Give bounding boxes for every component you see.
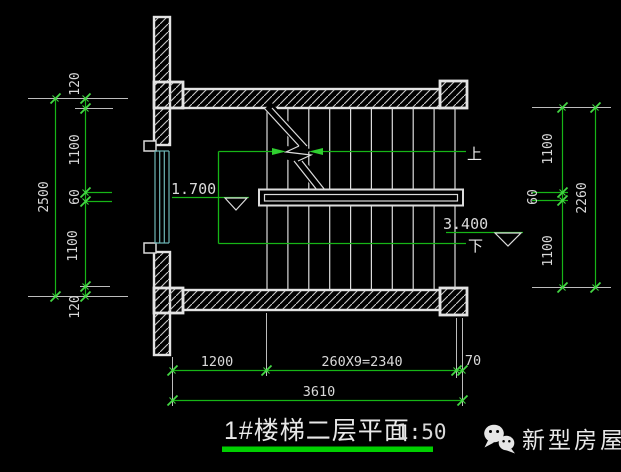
- column-top-right: [438, 79, 469, 110]
- dim-text: 1200: [201, 354, 234, 370]
- dim-text: 70: [465, 353, 481, 369]
- dim-text: 1100: [541, 235, 556, 266]
- window-jamb-top: [143, 140, 157, 152]
- level-value: 3.400: [443, 215, 488, 233]
- dim-text: 1100: [68, 134, 83, 165]
- dim-text-total: 2260: [575, 182, 590, 213]
- dim-text: 1100: [541, 133, 556, 164]
- arrowhead-left-icon: [309, 148, 323, 155]
- dimension-chain-bottom: 1200 260X9=2340 70 3610: [166, 313, 481, 407]
- wall-bottom: [181, 288, 442, 312]
- dimension-chain-left: 120 1100 60 1100 120 2500: [28, 72, 128, 319]
- window-symbol: [143, 140, 170, 254]
- level-marker-3400: 3.400: [443, 215, 523, 247]
- wall-top: [181, 87, 442, 110]
- title-scale: 1:50: [396, 420, 447, 444]
- handrail: [258, 188, 464, 207]
- level-marker-1700: 1.700: [171, 180, 249, 211]
- watermark-brand: 新型房屋: [522, 427, 621, 453]
- column-top-left: [152, 80, 185, 110]
- label-up: 上: [467, 146, 482, 163]
- break-line: [263, 102, 326, 194]
- elevation-triangle-icon: [493, 232, 523, 247]
- dim-text: 60: [68, 189, 83, 205]
- dim-text-total: 3610: [303, 384, 336, 400]
- dimension-chain-right: 1100 60 1100 2260: [526, 101, 611, 294]
- title-text: 1#楼梯二层平面: [224, 417, 410, 445]
- title-underline: [222, 446, 433, 452]
- column-bottom-right: [438, 286, 469, 317]
- wechat-icon: [484, 424, 515, 454]
- walls: [152, 15, 469, 357]
- elevation-triangle-icon: [223, 197, 249, 211]
- dim-text: 260X9=2340: [321, 354, 402, 370]
- drawing-title: 1#楼梯二层平面 1:50: [222, 417, 447, 452]
- level-value: 1.700: [171, 180, 216, 198]
- dim-text: 120: [68, 295, 83, 318]
- label-down: 下: [468, 238, 483, 255]
- stair-direction-path: 上 下: [217, 146, 483, 255]
- window-jamb-bottom: [143, 242, 157, 254]
- dim-text: 60: [526, 189, 541, 205]
- window-glazing-lines: [154, 150, 170, 244]
- dim-text: 120: [68, 72, 83, 95]
- column-bottom-left: [152, 286, 185, 315]
- arrowhead-right-icon: [272, 148, 286, 155]
- wechat-watermark: 新型房屋: [484, 424, 621, 454]
- dim-text-total: 2500: [37, 181, 52, 212]
- dim-text: 1100: [66, 230, 81, 261]
